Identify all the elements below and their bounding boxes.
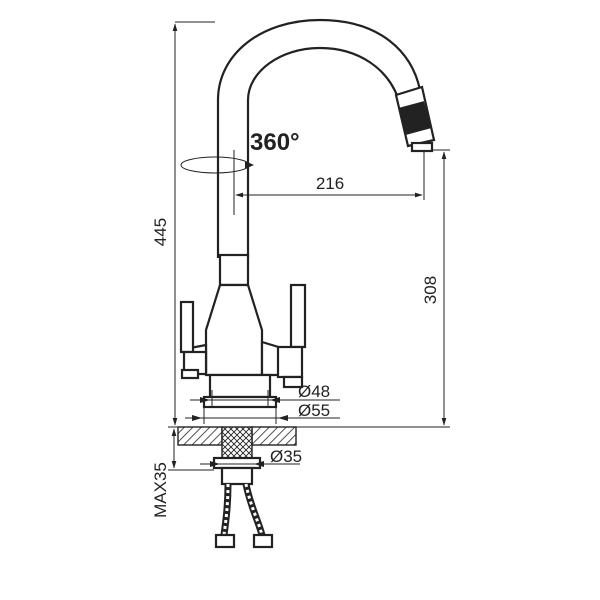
dim-35-label: Ø35 bbox=[270, 447, 302, 466]
dim-55-label: Ø55 bbox=[298, 401, 330, 420]
body-base bbox=[208, 373, 272, 399]
body-column bbox=[204, 283, 264, 377]
dim-308-label: 308 bbox=[421, 276, 440, 304]
right-lever bbox=[289, 283, 307, 349]
hose-right-braid bbox=[244, 483, 264, 536]
body-foot bbox=[202, 395, 278, 409]
spout-outer-outline bbox=[216, 18, 422, 258]
rotation-indicator: 360° bbox=[180, 129, 300, 185]
hose-left-fitting bbox=[214, 533, 236, 549]
dim-445-label: 445 bbox=[151, 218, 170, 246]
body-collar bbox=[218, 253, 250, 287]
dim-base-diameter: Ø55 bbox=[185, 401, 340, 424]
aerator-tip bbox=[410, 141, 434, 153]
left-lever bbox=[179, 300, 195, 354]
rotation-arrow-icon bbox=[245, 161, 254, 169]
dim-spout-height: 308 bbox=[421, 149, 450, 426]
countertop-section bbox=[170, 426, 450, 486]
right-handle bbox=[276, 283, 307, 389]
aerator-band bbox=[398, 101, 432, 135]
spout bbox=[216, 18, 436, 258]
dim-body-diameter: Ø48 bbox=[190, 382, 340, 406]
rotation-label: 360° bbox=[250, 129, 300, 156]
faucet-body bbox=[188, 253, 302, 409]
counter-left-block bbox=[177, 426, 223, 446]
counter-right-block bbox=[251, 426, 297, 446]
hose-right-fitting bbox=[252, 533, 274, 549]
spout-inner-outline bbox=[246, 46, 400, 258]
dim-reach: 216 bbox=[233, 152, 425, 215]
mounting-nut bbox=[212, 456, 262, 470]
dim-max35-label: MAX35 bbox=[151, 462, 170, 518]
rotation-ellipse bbox=[180, 156, 250, 174]
right-lever-cap bbox=[282, 375, 304, 389]
dim-mount-diameter: Ø35 bbox=[200, 447, 302, 467]
left-handle bbox=[179, 300, 208, 380]
supply-hoses bbox=[214, 483, 274, 549]
right-lever-stem bbox=[276, 345, 304, 379]
mounting-thread bbox=[220, 466, 254, 486]
dim-total-height: 445 bbox=[151, 21, 215, 428]
dim-216-label: 216 bbox=[316, 174, 344, 193]
dim-max-thickness: MAX35 bbox=[151, 426, 214, 518]
hose-left bbox=[220, 483, 232, 536]
left-lever-cap bbox=[180, 368, 200, 380]
dim-48-label: Ø48 bbox=[298, 382, 330, 401]
